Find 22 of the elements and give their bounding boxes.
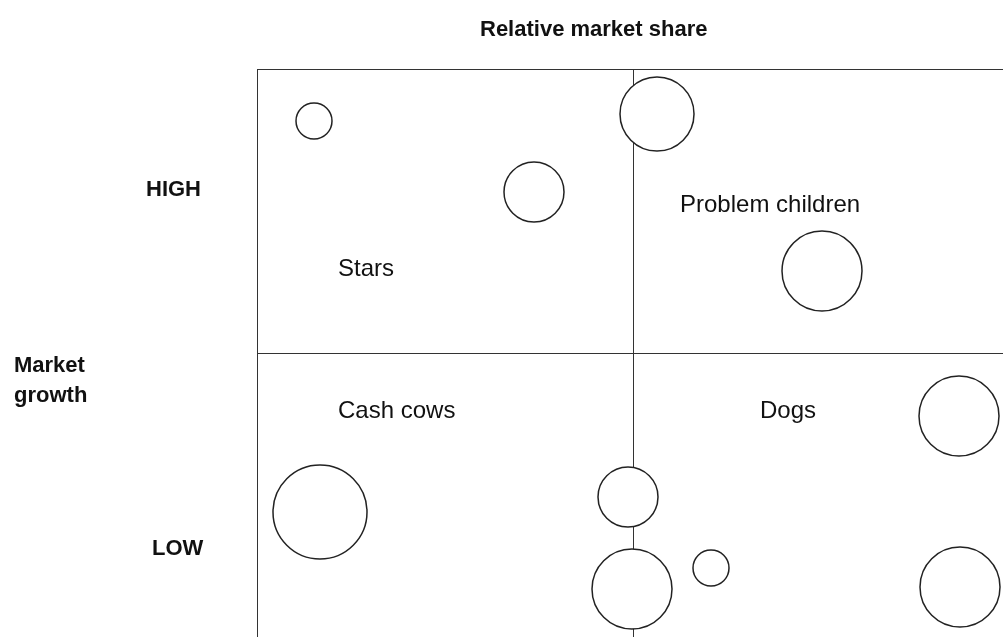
quadrant-panel	[633, 353, 1003, 637]
bubble	[780, 229, 863, 312]
bubble	[691, 548, 730, 587]
quadrant-panel	[633, 69, 1003, 355]
bubble	[502, 160, 565, 223]
axis-label: LOW	[152, 534, 204, 562]
bubble	[294, 101, 333, 140]
bubble	[271, 463, 368, 560]
axis-label: HIGH	[146, 175, 201, 203]
bubble	[591, 548, 673, 630]
quadrant-label: Stars	[338, 254, 394, 282]
axis-title: Relative market share	[480, 15, 708, 43]
quadrant-label: Dogs	[760, 396, 817, 424]
quadrant-panel	[257, 353, 635, 637]
bubble	[619, 76, 695, 152]
quadrant-panel	[257, 69, 635, 355]
bubble	[597, 466, 659, 528]
bubble	[918, 545, 1001, 628]
axis-title: Market growth	[14, 351, 89, 409]
quadrant-label: Problem children	[680, 190, 861, 218]
bubble	[917, 374, 1000, 457]
quadrant-label: Cash cows	[338, 396, 456, 424]
